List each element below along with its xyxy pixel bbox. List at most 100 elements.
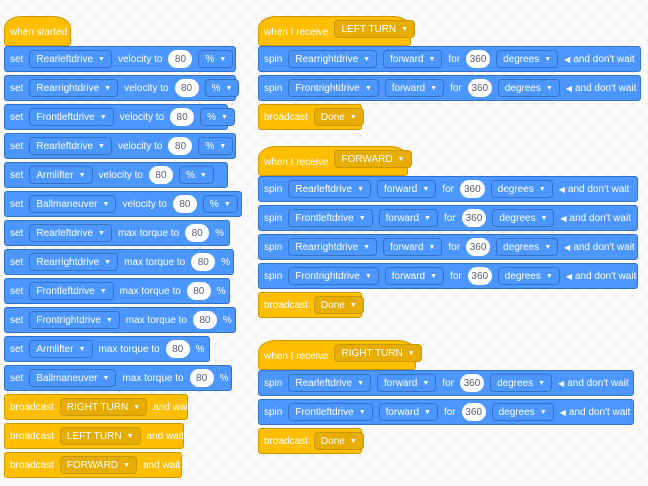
- motor-dropdown[interactable]: Rearleftdrive▼: [288, 374, 371, 392]
- message-dropdown[interactable]: LEFT TURN▼: [334, 20, 416, 38]
- motor-dropdown[interactable]: Frontleftdrive▼: [29, 108, 114, 126]
- direction-dropdown[interactable]: forward▼: [378, 403, 438, 421]
- motor-dropdown[interactable]: Ballmaneuver▼: [29, 369, 117, 387]
- unit-dropdown[interactable]: %▼: [200, 108, 235, 126]
- number-input[interactable]: 80: [174, 79, 199, 97]
- unit-dropdown[interactable]: %▼: [204, 79, 240, 97]
- number-input[interactable]: 80: [170, 108, 195, 126]
- number-input[interactable]: 80: [148, 166, 173, 184]
- number-input[interactable]: 80: [172, 195, 197, 213]
- message-dropdown[interactable]: RIGHT TURN▼: [334, 344, 422, 362]
- number-input[interactable]: 80: [189, 369, 214, 387]
- direction-dropdown[interactable]: forward▼: [383, 50, 443, 68]
- motor-dropdown[interactable]: Frontrightdrive▼: [288, 79, 379, 97]
- unit-dropdown[interactable]: %▼: [178, 166, 214, 184]
- number-input[interactable]: 360: [466, 238, 491, 256]
- motor-dropdown[interactable]: Rearleftdrive▼: [29, 224, 112, 242]
- number-input[interactable]: 360: [461, 209, 487, 227]
- number-input[interactable]: 80: [192, 311, 217, 329]
- motor-dropdown[interactable]: Rearleftdrive▼: [29, 137, 112, 155]
- motor-dropdown[interactable]: Rearrightdrive▼: [29, 79, 119, 97]
- number-input[interactable]: 360: [459, 374, 484, 392]
- number-input[interactable]: 80: [185, 224, 210, 242]
- direction-dropdown[interactable]: forward▼: [377, 374, 437, 392]
- motor-dropdown[interactable]: Frontrightdrive▼: [288, 267, 379, 285]
- message-dropdown[interactable]: Done▼: [313, 108, 364, 126]
- unit-dropdown[interactable]: degrees▼: [497, 79, 560, 97]
- unit-dropdown[interactable]: %▼: [202, 195, 238, 213]
- unit-dropdown[interactable]: degrees▼: [492, 209, 555, 227]
- number-input[interactable]: 360: [461, 403, 486, 421]
- motor-dropdown[interactable]: Frontleftdrive▼: [29, 282, 114, 300]
- number-input[interactable]: 360: [466, 50, 491, 68]
- number-input[interactable]: 360: [467, 79, 492, 97]
- unit-dropdown[interactable]: %▼: [198, 137, 234, 155]
- number-input[interactable]: 80: [191, 253, 216, 271]
- unit-dropdown[interactable]: degrees▼: [496, 50, 559, 68]
- when-started-hat[interactable]: when started: [4, 16, 71, 46]
- motor-dropdown[interactable]: Rearrightdrive▼: [288, 50, 378, 68]
- motor-dropdown[interactable]: Frontrightdrive▼: [29, 311, 120, 329]
- motor-dropdown[interactable]: Rearleftdrive▼: [288, 180, 371, 198]
- message-dropdown[interactable]: LEFT TURN▼: [59, 427, 141, 445]
- unit-dropdown[interactable]: degrees▼: [490, 180, 553, 198]
- number-input[interactable]: 80: [168, 137, 193, 155]
- number-input[interactable]: 80: [165, 340, 190, 358]
- message-dropdown[interactable]: FORWARD▼: [59, 456, 137, 474]
- number-input[interactable]: 80: [186, 282, 211, 300]
- direction-dropdown[interactable]: forward▼: [384, 267, 445, 285]
- unit-dropdown[interactable]: degrees▼: [491, 403, 554, 421]
- motor-dropdown[interactable]: Ballmaneuver▼: [29, 195, 117, 213]
- direction-dropdown[interactable]: forward▼: [384, 79, 445, 97]
- message-dropdown[interactable]: RIGHT TURN▼: [59, 398, 148, 416]
- message-dropdown[interactable]: FORWARD▼: [334, 150, 412, 168]
- motor-dropdown[interactable]: Frontleftdrive▼: [288, 209, 373, 227]
- message-dropdown[interactable]: Done▼: [313, 432, 364, 450]
- message-dropdown[interactable]: Done▼: [313, 296, 364, 314]
- motor-dropdown[interactable]: Rearleftdrive▼: [29, 50, 112, 68]
- number-input[interactable]: 360: [459, 180, 485, 198]
- number-input[interactable]: 80: [168, 50, 193, 68]
- motor-dropdown[interactable]: Armlifter▼: [29, 166, 93, 184]
- motor-dropdown[interactable]: Armlifter▼: [29, 340, 93, 358]
- motor-dropdown[interactable]: Rearrightdrive▼: [29, 253, 119, 271]
- unit-dropdown[interactable]: degrees▼: [497, 267, 560, 285]
- direction-dropdown[interactable]: forward▼: [377, 180, 437, 198]
- direction-dropdown[interactable]: forward▼: [378, 209, 438, 227]
- number-input[interactable]: 360: [467, 267, 492, 285]
- unit-dropdown[interactable]: degrees▼: [496, 238, 559, 256]
- direction-dropdown[interactable]: forward▼: [383, 238, 443, 256]
- motor-dropdown[interactable]: Rearrightdrive▼: [288, 238, 378, 256]
- motor-dropdown[interactable]: Frontleftdrive▼: [288, 403, 373, 421]
- unit-dropdown[interactable]: %▼: [198, 50, 234, 68]
- unit-dropdown[interactable]: degrees▼: [489, 374, 553, 392]
